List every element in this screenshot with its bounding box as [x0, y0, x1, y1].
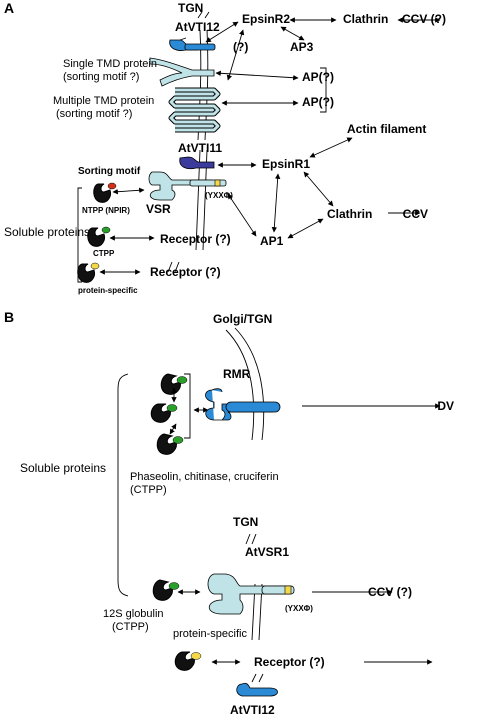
- ap1-label: AP1: [260, 234, 284, 248]
- atvsr1-yxx-motif: [284, 585, 292, 595]
- rmr-label: RMR: [223, 367, 251, 381]
- receptor-q-1-label: Receptor (?): [160, 232, 231, 246]
- question-mark-label: (?): [233, 40, 248, 54]
- receptor-q-2-label: Receptor (?): [150, 265, 221, 279]
- soluble-proteins-label-a: Soluble proteins: [4, 225, 90, 239]
- tgn-label-b: TGN: [233, 515, 258, 529]
- ctpp-cargo: [87, 226, 111, 247]
- ap-q-2-label: AP(?): [302, 95, 334, 109]
- ccv-label-a: CCV: [403, 207, 428, 221]
- globulin-ctpp-label: (CTPP): [112, 621, 149, 633]
- atvti11-protein: [179, 156, 215, 170]
- arrows-b-top: [169, 373, 441, 439]
- ntpp-cargo: [93, 182, 117, 203]
- panel-b-letter: B: [4, 309, 14, 325]
- atvsr1-protein: [207, 573, 291, 615]
- ap3-label: AP3: [290, 40, 314, 54]
- arrows-a-bottom: [99, 137, 421, 275]
- atvti11-label: AtVTI11: [178, 141, 222, 155]
- multiple-tmd-motif: (sorting motif ?): [56, 108, 132, 120]
- epsinr1-label: EpsinR1: [262, 157, 310, 171]
- atvsr1-label: AtVSR1: [245, 545, 289, 559]
- soluble-proteins-label-b: Soluble proteins: [20, 461, 106, 475]
- receptor-q-label-b: Receptor (?): [254, 655, 325, 669]
- single-tmd-protein: [149, 57, 215, 87]
- multiple-tmd-protein: [168, 87, 221, 133]
- vsr-yxx-motif: [214, 179, 221, 187]
- protein-specific-label-a: protein-specific: [78, 286, 138, 295]
- single-tmd-label: Single TMD protein: [63, 58, 157, 70]
- ccv-q-top-label: CCV (?): [402, 12, 446, 26]
- protein-specific-cargo-a: [77, 262, 100, 283]
- multiple-tmd-label: Multiple TMD protein: [53, 95, 154, 107]
- protein-specific-label-b: protein-specific: [173, 628, 247, 640]
- single-tmd-motif: (sorting motif ?): [63, 71, 139, 83]
- tgn-label-a: TGN: [178, 1, 203, 15]
- clathrin-bottom-label: Clathrin: [327, 207, 372, 221]
- atvti12-label-a: AtVTI12: [175, 20, 220, 34]
- arrows-b-bottom: [177, 589, 433, 665]
- globulin-label: 12S globulin: [103, 608, 164, 620]
- ctpp-label-b: (CTPP): [130, 484, 167, 496]
- ap-q-1-label: AP(?): [302, 70, 334, 84]
- cargo-3: [156, 433, 184, 455]
- soluble-bracket-a: [77, 187, 82, 283]
- epsinr2-label: EpsinR2: [242, 12, 290, 26]
- ctpp-label-a: CTPP: [93, 249, 115, 258]
- protein-specific-cargo-b: [174, 651, 202, 671]
- atvti12-tail-a: [184, 43, 216, 51]
- ntpp-label: NTPP (NPIR): [82, 206, 130, 215]
- dv-label: DV: [437, 399, 454, 413]
- soluble-bracket-b: [117, 373, 129, 597]
- vsr-label: VSR: [146, 202, 171, 216]
- atvti12-protein-b: [236, 682, 278, 697]
- phaseolin-label: Phaseolin, chitinase, cruciferin: [130, 471, 279, 483]
- actin-filament-label: Actin filament: [347, 122, 426, 136]
- arrows-a-top: [205, 17, 441, 113]
- globulin-cargo: [152, 579, 180, 601]
- rmr-tail: [225, 401, 281, 413]
- vsr-tail: [189, 179, 227, 187]
- vsr-protein: [148, 171, 213, 201]
- yxx-label-b: (YXXΦ): [285, 604, 313, 613]
- cargo-2: [150, 403, 178, 423]
- yxx-label-a: (YXXΦ): [205, 191, 233, 200]
- panel-a-letter: A: [4, 0, 14, 16]
- atvti12-label-b: AtVTI12: [230, 703, 275, 717]
- clathrin-top-label: Clathrin: [343, 12, 388, 26]
- sorting-motif-label: Sorting motif: [78, 166, 141, 177]
- golgi-tgn-label: Golgi/TGN: [213, 312, 272, 326]
